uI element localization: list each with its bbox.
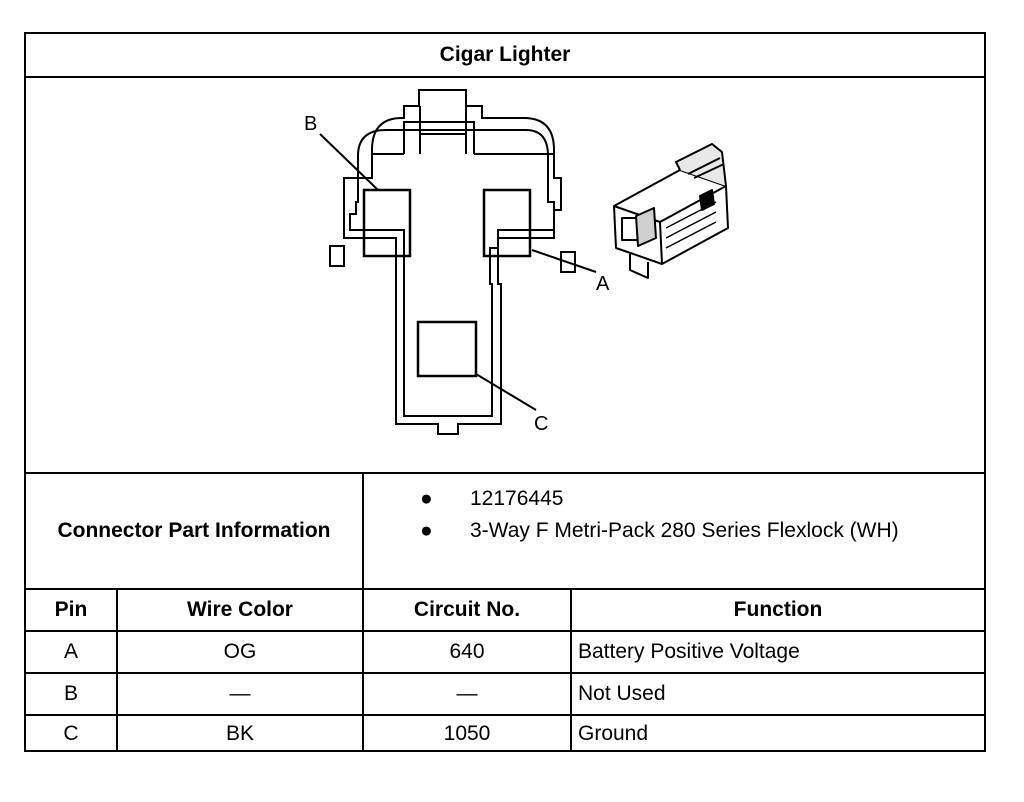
pinout-sheet: Cigar Lighter bbox=[24, 32, 986, 752]
row-c-pin: C bbox=[63, 722, 79, 745]
latch-inner bbox=[419, 106, 467, 154]
callout-b: B bbox=[304, 113, 317, 135]
header-circuit-no: Circuit No. bbox=[413, 598, 521, 621]
row-a-pin: A bbox=[63, 640, 78, 663]
callout-c: C bbox=[534, 413, 548, 435]
divider bbox=[26, 472, 984, 474]
part-number: 12176445 bbox=[470, 487, 564, 510]
row-b-circuit-no: — bbox=[456, 682, 478, 705]
row-b-wire-color: — bbox=[229, 682, 251, 705]
leader-line-a bbox=[531, 249, 597, 273]
bullet-icon: ● bbox=[420, 519, 433, 542]
connector-face-outline bbox=[343, 89, 562, 435]
divider bbox=[362, 588, 364, 750]
row-a-function: Battery Positive Voltage bbox=[578, 640, 800, 663]
row-a-wire-color: OG bbox=[223, 640, 257, 663]
row-b-function: Not Used bbox=[578, 682, 666, 705]
bullet-icon: ● bbox=[420, 487, 433, 510]
header-wire-color: Wire Color bbox=[187, 598, 293, 621]
cavity-c bbox=[416, 320, 478, 378]
latch-channel bbox=[403, 121, 475, 154]
left-side-tab bbox=[329, 245, 345, 267]
divider bbox=[26, 672, 984, 674]
connector-part-info-label: Connector Part Information bbox=[57, 519, 331, 542]
divider bbox=[26, 630, 984, 632]
leader-line-b bbox=[319, 133, 379, 191]
connector-diagram: B A C bbox=[26, 78, 984, 472]
cavity-a bbox=[482, 188, 532, 258]
header-function: Function bbox=[733, 598, 823, 621]
header-pin: Pin bbox=[54, 598, 88, 621]
connector-part-info-list: ● 12176445 ● 3-Way F Metri-Pack 280 Seri… bbox=[364, 474, 984, 588]
row-a-circuit-no: 640 bbox=[449, 640, 485, 663]
callout-a: A bbox=[596, 273, 610, 295]
connector-description-item: ● 3-Way F Metri-Pack 280 Series Flexlock… bbox=[364, 516, 984, 546]
cavity-b bbox=[362, 188, 412, 258]
divider bbox=[26, 588, 984, 590]
divider bbox=[26, 76, 984, 78]
connector-isometric-view bbox=[613, 143, 729, 279]
row-c-function: Ground bbox=[578, 722, 649, 745]
divider bbox=[116, 588, 118, 750]
connector-title: Cigar Lighter bbox=[439, 43, 571, 66]
row-c-wire-color: BK bbox=[225, 722, 254, 745]
divider bbox=[362, 472, 364, 588]
connector-drawing: B A C bbox=[304, 89, 729, 435]
row-b-pin: B bbox=[63, 682, 78, 705]
leader-line-c bbox=[475, 373, 537, 411]
divider bbox=[26, 714, 984, 716]
connector-face-inner bbox=[349, 129, 555, 417]
connector-description: 3-Way F Metri-Pack 280 Series Flexlock (… bbox=[470, 519, 899, 542]
right-side-tab bbox=[560, 251, 576, 273]
row-c-circuit-no: 1050 bbox=[443, 722, 491, 745]
divider bbox=[570, 588, 572, 750]
part-number-item: ● 12176445 bbox=[364, 484, 984, 514]
